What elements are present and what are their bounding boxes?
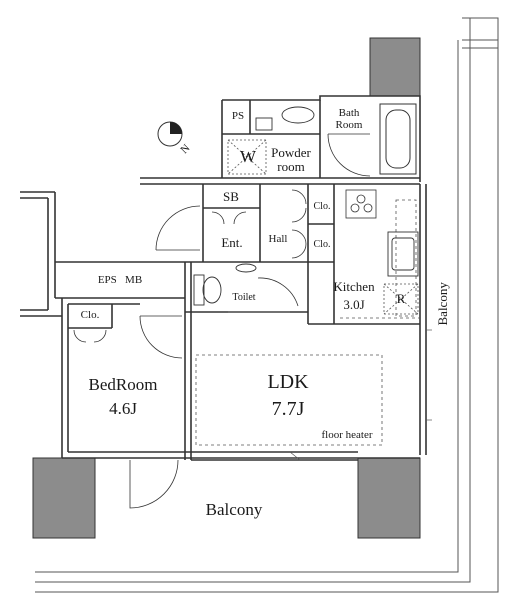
- bedroom-size: 4.6J: [109, 398, 137, 418]
- doors: [73, 189, 307, 509]
- refrigerator-box: [383, 283, 419, 315]
- floor-heater-area: [195, 354, 383, 446]
- stove: [345, 189, 377, 219]
- closet-hall-1-label: Clo.: [313, 201, 331, 212]
- floor-heater-label: floor heater: [321, 429, 373, 441]
- ldk-name: LDK: [267, 371, 309, 393]
- ps-label: PS: [231, 110, 245, 122]
- washer-box: [227, 139, 267, 175]
- eps-mb-label: EPS MB: [97, 274, 143, 286]
- kitchen-name: Kitchen: [333, 279, 375, 294]
- bedroom-label: BedRoom 4.6J: [78, 376, 168, 418]
- powder-room-line1: Powder: [271, 145, 311, 160]
- balcony-side-label: Balcony: [435, 282, 451, 326]
- powder-room-label: Powder room: [264, 146, 318, 173]
- basin: [281, 106, 315, 124]
- bathtub: [379, 103, 417, 175]
- washer-label: W: [239, 147, 257, 166]
- walls: [20, 95, 427, 461]
- kitchen-counter: [340, 199, 420, 319]
- hall-label: Hall: [268, 233, 288, 245]
- ldk-label: LDK 7.7J: [250, 372, 326, 420]
- balcony-bottom-label: Balcony: [205, 500, 263, 519]
- closet-hall-2-label: Clo.: [313, 239, 331, 250]
- powder-room-line2: room: [277, 158, 305, 174]
- north-arrow-icon: [157, 121, 183, 147]
- closet-bedroom-label: Clo.: [80, 309, 100, 321]
- toilet-fixture: [193, 263, 257, 306]
- toilet-door: [257, 277, 299, 307]
- bath-room-label: Bath Room: [330, 107, 368, 131]
- bath-room-line2: Room: [335, 118, 363, 131]
- kitchen-sink: [387, 231, 419, 277]
- kitchen-size: 3.0J: [343, 296, 365, 312]
- toilet-label: Toilet: [232, 292, 256, 303]
- bedroom-name: BedRoom: [88, 375, 158, 394]
- shoe-box-label: SB: [223, 189, 239, 204]
- structural-columns: [32, 37, 421, 539]
- kitchen-label: Kitchen 3.0J: [326, 280, 382, 311]
- balcony-railing: [35, 17, 499, 593]
- bath-room-line1: Bath: [338, 107, 360, 119]
- windows: [228, 311, 432, 461]
- refrigerator-label: R: [396, 291, 406, 306]
- ldk-size: 7.7J: [271, 398, 305, 420]
- bath-door: [327, 133, 371, 177]
- entrance-label: Ent.: [221, 235, 243, 250]
